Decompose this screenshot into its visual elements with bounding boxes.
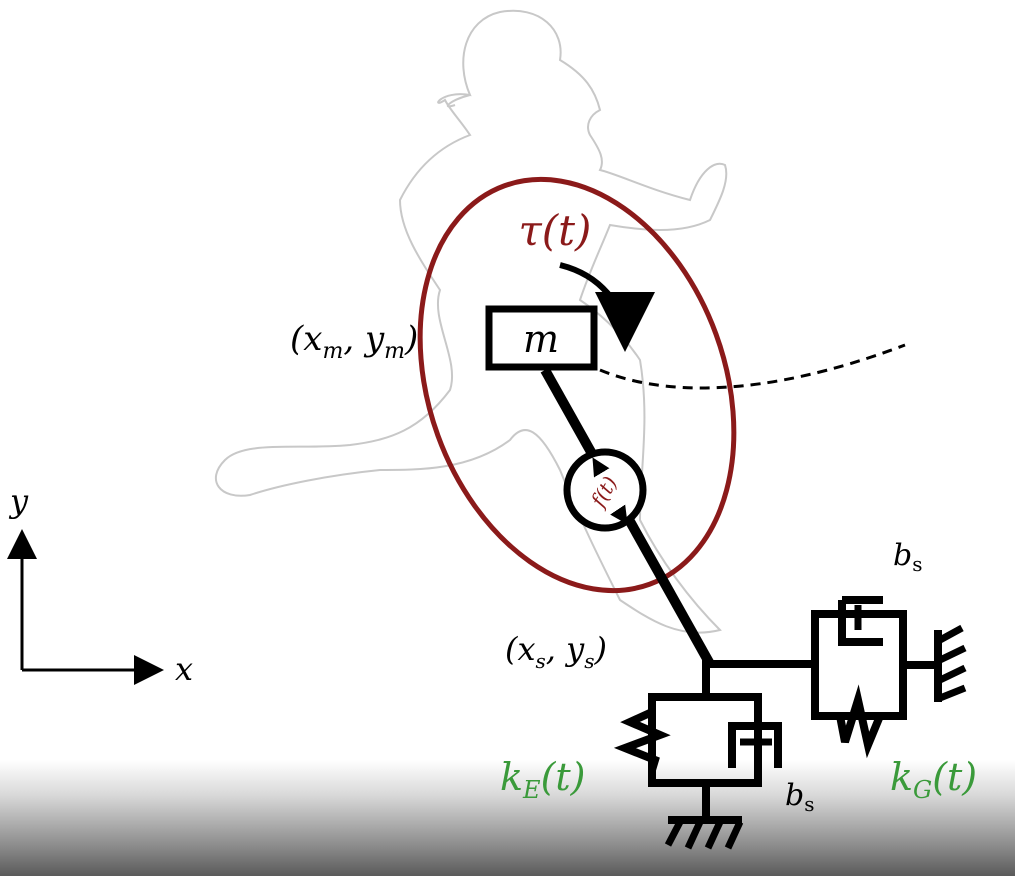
trajectory-dashed-line	[599, 343, 906, 390]
mass-box	[485, 305, 598, 371]
runner-silhouette	[214, 9, 728, 634]
force-arrow-down	[610, 504, 628, 525]
damping-bottom-label: bs	[785, 778, 814, 816]
mass-position-label: (xm, ym)	[290, 319, 418, 364]
x-axis-label: x	[175, 650, 193, 688]
horizontal-damper-icon	[838, 596, 883, 646]
y-axis-label: y	[8, 482, 29, 520]
torque-arrow	[559, 262, 655, 352]
force-arrow-up	[592, 457, 610, 478]
bottom-shading	[0, 760, 1015, 876]
vertical-spring-icon	[613, 708, 671, 772]
foot-position-label: (xs, ys)	[505, 630, 607, 673]
stiffness-g-label: kG(t)	[890, 755, 977, 804]
stiffness-e-label: kE(t)	[500, 755, 585, 804]
vertical-damper-icon	[728, 722, 782, 768]
body-ellipse	[417, 176, 737, 594]
horizontal-spring-icon	[836, 684, 884, 759]
damping-top-label: bs	[893, 538, 922, 576]
coordinate-axes: y x	[6, 482, 193, 688]
torque-label: τ(t)	[519, 206, 592, 255]
mass-label: m	[523, 317, 559, 361]
ground-contact-model	[613, 596, 967, 850]
